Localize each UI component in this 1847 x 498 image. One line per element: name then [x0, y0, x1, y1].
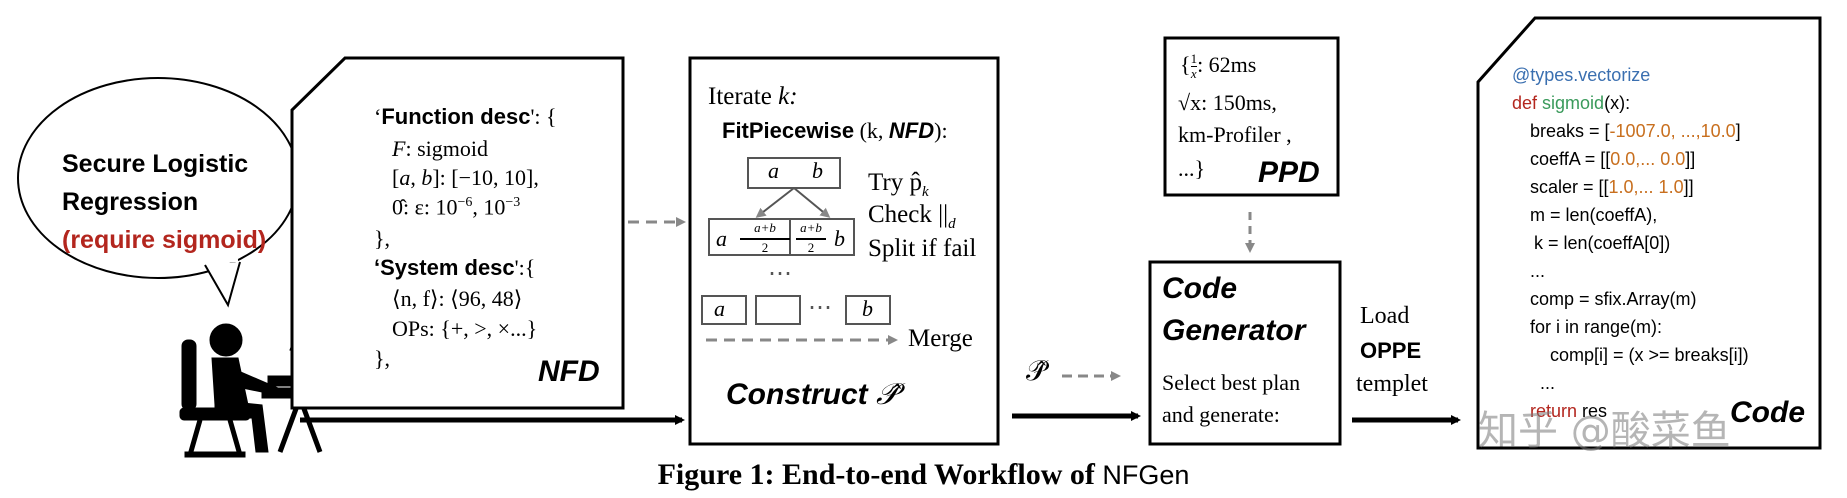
- right-child-b: b: [834, 226, 845, 251]
- left-child-frac-bar: [740, 238, 790, 240]
- load-label: Load: [1360, 303, 1410, 329]
- construct-ellipsis-vertical: ⋯: [768, 261, 792, 287]
- tree-root-a: a: [768, 158, 779, 183]
- code-def-line: def sigmoid(x):: [1512, 93, 1631, 113]
- construct-merge: Merge: [908, 325, 973, 352]
- code-coeff-line: coeffA = [[0.0,... 0.0]]: [1530, 149, 1696, 169]
- code-comp-i-line: comp[i] = (x >= breaks[i]): [1550, 345, 1749, 365]
- nfd-eps-line: 0̂: ε: 10−6, 10−3: [392, 194, 521, 220]
- ppd-line-4: ...}: [1178, 156, 1206, 181]
- code-return-line: return res: [1530, 401, 1608, 421]
- code-box: [1476, 16, 1822, 450]
- code-k-line: k = len(coeffA[0]): [1534, 233, 1671, 253]
- nfd-function-desc: ‘Function desc': {: [374, 104, 557, 129]
- p-hat-label: 𝒫̂: [1026, 356, 1047, 387]
- watermark: 知乎 @酸菜鱼: [1478, 408, 1731, 454]
- construct-ellipsis-horizontal: ⋯: [808, 295, 832, 321]
- right-child-frac-num: a+b: [800, 220, 822, 235]
- ppd-box: [1163, 36, 1340, 197]
- left-child-frac-num: a+b: [754, 220, 776, 235]
- bubble-line-1: Secure Logistic: [62, 150, 249, 178]
- code-decorator: @types.vectorize: [1512, 65, 1651, 85]
- speech-bubble-tail: [204, 261, 241, 308]
- figure-caption: Figure 1: End-to-end Workflow of NFGen: [657, 458, 1190, 491]
- construct-fit-piecewise: FitPiecewise (k, NFD):: [722, 118, 948, 143]
- code-scaler-line: scaler = [[1.0,... 1.0]]: [1530, 177, 1694, 197]
- nfd-ops-line: OPs: {+, >, ×...}: [392, 316, 538, 341]
- code-generator-box: [1148, 260, 1342, 446]
- nfd-close-1: },: [374, 226, 391, 251]
- construct-iterate: Iterate k:: [708, 83, 798, 110]
- nfd-label: NFD: [538, 355, 600, 388]
- code-comp-line: comp = sfix.Array(m): [1530, 289, 1697, 309]
- right-child-frac-bar: [796, 238, 826, 240]
- ppd-line-3: km-Profiler ,: [1178, 122, 1292, 147]
- generator-desc-1: Select best plan: [1162, 370, 1301, 395]
- nfd-range-line: [a, b]: [−10, 10],: [392, 165, 539, 190]
- construct-label: Construct 𝒫̂: [726, 378, 898, 411]
- code-dots-2: ...: [1540, 373, 1556, 393]
- bubble-line-3: (require sigmoid): [62, 226, 267, 254]
- code-label: Code: [1730, 396, 1805, 429]
- code-dots-1: ...: [1530, 261, 1546, 281]
- generator-title-1: Code: [1162, 272, 1237, 305]
- code-for-line: for i in range(m):: [1530, 317, 1663, 337]
- ppd-label: PPD: [1258, 156, 1320, 189]
- construct-try: Try p̂k: [868, 169, 929, 200]
- nfd-nf-line: ⟨n, f⟩: ⟨96, 48⟩: [392, 286, 523, 311]
- code-m-line: m = len(coeffA),: [1530, 205, 1658, 225]
- bubble-line-2: Regression: [62, 188, 199, 216]
- nfd-box: [290, 56, 625, 410]
- leaf-b: b: [862, 296, 873, 321]
- code-breaks-line: breaks = [-1007.0, ...,10.0]: [1530, 121, 1741, 141]
- leaf-a: a: [714, 296, 725, 321]
- left-child-frac-den: 2: [761, 240, 769, 255]
- construct-split: Split if fail: [868, 235, 977, 262]
- right-child-frac-den: 2: [807, 240, 815, 255]
- ppd-line-2: √x: 150ms,: [1178, 90, 1277, 115]
- generator-desc-2: and generate:: [1162, 402, 1280, 427]
- generator-title-2: Generator: [1162, 314, 1306, 347]
- construct-check: Check ||d: [868, 201, 956, 232]
- nfd-system-desc: ‘System desc':{: [374, 255, 536, 280]
- left-child-a: a: [716, 226, 727, 251]
- oppe-label: OPPE: [1360, 338, 1422, 363]
- nfd-close-2: },: [374, 346, 391, 371]
- tree-root-b: b: [812, 158, 823, 183]
- templet-label: templet: [1356, 371, 1428, 397]
- nfd-f-line: F: sigmoid: [392, 136, 488, 161]
